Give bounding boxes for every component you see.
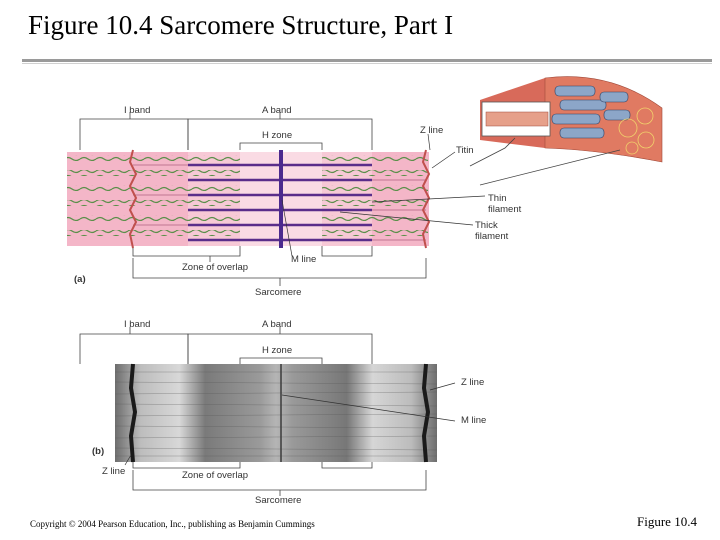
figure-reference: Figure 10.4 <box>637 514 697 529</box>
panel-b-label: (b) <box>92 446 105 457</box>
panel-a-m-line-label: M line <box>291 254 317 265</box>
panel-b-i-band-label: I band <box>124 319 151 330</box>
panel-a-label: (a) <box>74 274 86 285</box>
panel-b-brackets <box>79 327 427 496</box>
panel-b-a-band-label: A band <box>262 319 292 330</box>
thin-filament-label: Thin filament <box>488 193 521 215</box>
electron-micrograph <box>115 364 437 462</box>
panel-a-a-band-label: A band <box>262 105 292 116</box>
titin-strands <box>133 164 426 241</box>
panel-b <box>79 327 456 496</box>
thin-filament-label-line2: filament <box>488 204 522 215</box>
thick-filament-label-line1: Thick <box>475 220 498 231</box>
m-line <box>279 150 283 248</box>
panel-a <box>67 76 663 286</box>
copyright-notice: Copyright © 2004 Pearson Education, Inc.… <box>30 519 315 529</box>
panel-b-z-line-right-label: Z line <box>461 377 485 388</box>
titin-label: Titin <box>456 145 474 156</box>
panel-a-sarcomere-label: Sarcomere <box>255 287 302 298</box>
panel-a-zone-of-overlap-label: Zone of overlap <box>182 262 249 273</box>
panel-a-leaders <box>281 133 486 257</box>
z-lines <box>128 149 431 249</box>
muscle-fiber-illustration <box>469 76 663 186</box>
panel-a-i-band-label: I band <box>124 105 151 116</box>
panel-b-z-line-left-label: Z line <box>102 466 126 477</box>
thin-filaments <box>67 155 428 236</box>
panel-a-h-zone-label: H zone <box>262 130 293 141</box>
panel-b-h-zone-label: H zone <box>262 345 293 356</box>
thick-filament-label: Thick filament <box>475 220 508 242</box>
thin-filament-label-line1: Thin <box>488 193 507 204</box>
panel-a-brackets <box>79 112 427 286</box>
micrograph-filament-texture <box>114 371 438 457</box>
panel-a-z-line-label: Z line <box>420 125 444 136</box>
micrograph-z-lines <box>128 363 431 463</box>
thick-filament-label-line2: filament <box>475 231 509 242</box>
slide-title: Figure 10.4 Sarcomere Structure, Part I <box>28 10 454 40</box>
title-divider-shadow <box>22 63 712 64</box>
panel-b-leaders <box>124 382 456 466</box>
panel-b-sarcomere-label: Sarcomere <box>255 495 302 506</box>
panel-b-zone-of-overlap-label: Zone of overlap <box>182 470 249 481</box>
panel-b-m-line-label: M line <box>461 415 487 426</box>
title-divider <box>22 59 712 62</box>
